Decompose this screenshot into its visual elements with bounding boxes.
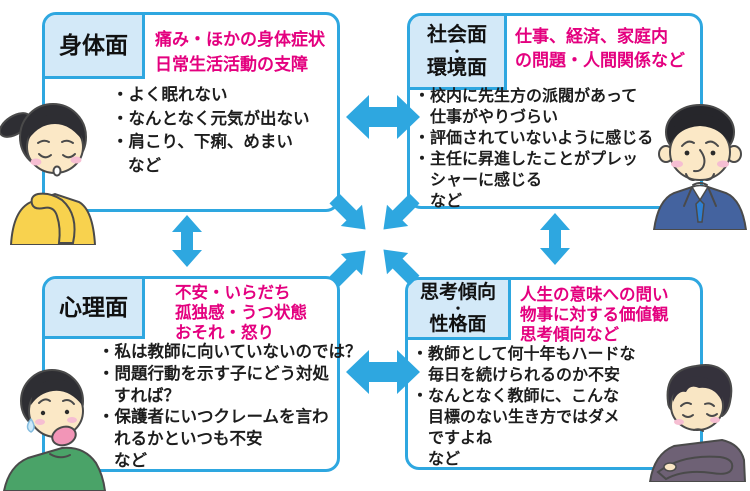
double-arrow-physical-psych-icon (172, 215, 202, 267)
physical-quadrant-label: 身体面 (45, 15, 145, 79)
bullet-line: ・保護者にいつクレームを言わ (98, 408, 329, 427)
pensive-man-arms-crossed-illustration (648, 364, 747, 482)
bullet-line: 毎日を続けられるのか不安 (428, 367, 621, 384)
quadrant-label-text: 身体面 (59, 31, 128, 58)
bullet-line: ・教師として何十年もハードな (412, 346, 636, 363)
bullet-line: ・私は教師に向いていないのでは？ (98, 343, 362, 361)
bullet-line: ・なんとなく元気が出ない (112, 109, 310, 128)
worried-suit-man-illustration (652, 104, 748, 230)
bullet-line: ・校内に先生方の派閥があって (414, 88, 638, 105)
physical-symptoms-list: ・よく眠れない ・なんとなく元気が出ない ・肩こり、下痢、めまい など (112, 84, 310, 178)
quadrant-label-dot: ・ (450, 43, 464, 59)
social-environment-quadrant-label: 社会面 ・ 環境面 (410, 16, 507, 90)
bullet-line: ・肩こり、下痢、めまい (112, 133, 293, 151)
social-keywords: 仕事、経済、家庭内 の問題・人間関係など (515, 25, 685, 73)
quadrant-label-text: 心理面 (59, 293, 128, 320)
psychological-keywords: 不安・いらだち 孤独感・うつ状態 おそれ・怒り (175, 283, 307, 343)
bullet-line: ・なんとなく教師に、こんな (412, 388, 620, 405)
bullet-line: シャーに感じる (430, 172, 543, 189)
double-arrow-social-thinking-icon (540, 213, 570, 265)
psychological-quadrant-label: 心理面 (45, 279, 145, 339)
bullet-line: ・問題行動を示す子にどう対処 (98, 364, 329, 383)
quadrant-label-dot: ・ (451, 300, 465, 316)
anxious-young-man-illustration (2, 369, 107, 491)
keyword-line: 物事に対する価値観 (520, 306, 669, 324)
bullet-line: 仕事がやりづらい (430, 109, 559, 126)
quadrant-label-text: 性格面 (429, 313, 487, 335)
bullet-line: れるかといつも不安 (114, 430, 263, 449)
keyword-line: 不安・いらだち (175, 284, 291, 302)
physical-quadrant-box: 身体面 痛み・ほかの身体症状 日常生活活動の支障 ・よく眠れない ・なんとなく元… (42, 12, 340, 212)
thinking-keywords: 人生の意味への問い 物事に対する価値観 思考傾向など (520, 285, 669, 345)
bullet-line: 目標のない生き方ではダメ (428, 409, 620, 426)
psychological-symptoms-list: ・私は教師に向いていないのでは？ ・問題行動を示す子にどう対処 すれば？ ・保護… (98, 342, 362, 473)
bullet-line: すれば？ (114, 386, 180, 405)
psychological-quadrant-box: 心理面 不安・いらだち 孤独感・うつ状態 おそれ・怒り ・私は教師に向いていない… (42, 276, 362, 472)
bullet-line: など (430, 193, 463, 210)
social-symptoms-list: ・校内に先生方の派閥があって 仕事がやりづらい ・評価されていないように感じる … (414, 86, 653, 212)
bullet-line: ですよね (428, 430, 493, 447)
bullet-line: ・主任に昇進したことがプレッ (414, 151, 639, 168)
bullet-line: など (128, 156, 161, 175)
keyword-line: 仕事、経済、家庭内 (515, 27, 668, 46)
tired-woman-illustration (0, 103, 96, 245)
thinking-personality-quadrant-label: 思考傾向 ・ 性格面 (408, 280, 511, 340)
keyword-line: 日常生活活動の支障 (155, 55, 308, 74)
thinking-symptoms-list: ・教師として何十年もハードな 毎日を続けられるのか不安 ・なんとなく教師に、こん… (412, 344, 636, 470)
keyword-line: の問題・人間関係など (515, 51, 685, 70)
physical-keywords: 痛み・ほかの身体症状 日常生活活動の支障 (155, 27, 325, 77)
keyword-line: 痛み・ほかの身体症状 (155, 30, 325, 49)
keyword-line: 人生の意味への問い (520, 286, 669, 304)
keyword-line: 孤独感・うつ状態 (175, 304, 307, 322)
bullet-line: など (114, 451, 147, 470)
bullet-line: ・評価されていないように感じる (414, 130, 654, 147)
bullet-line: など (428, 451, 461, 468)
quadrant-label-text: 社会面 (427, 24, 487, 47)
bullet-line: ・よく眠れない (112, 86, 228, 104)
quadrant-label-text: 思考傾向 (419, 282, 496, 304)
keyword-line: おそれ・怒り (175, 324, 274, 342)
quadrant-label-text: 環境面 (427, 56, 487, 79)
keyword-line: 思考傾向など (520, 326, 619, 344)
